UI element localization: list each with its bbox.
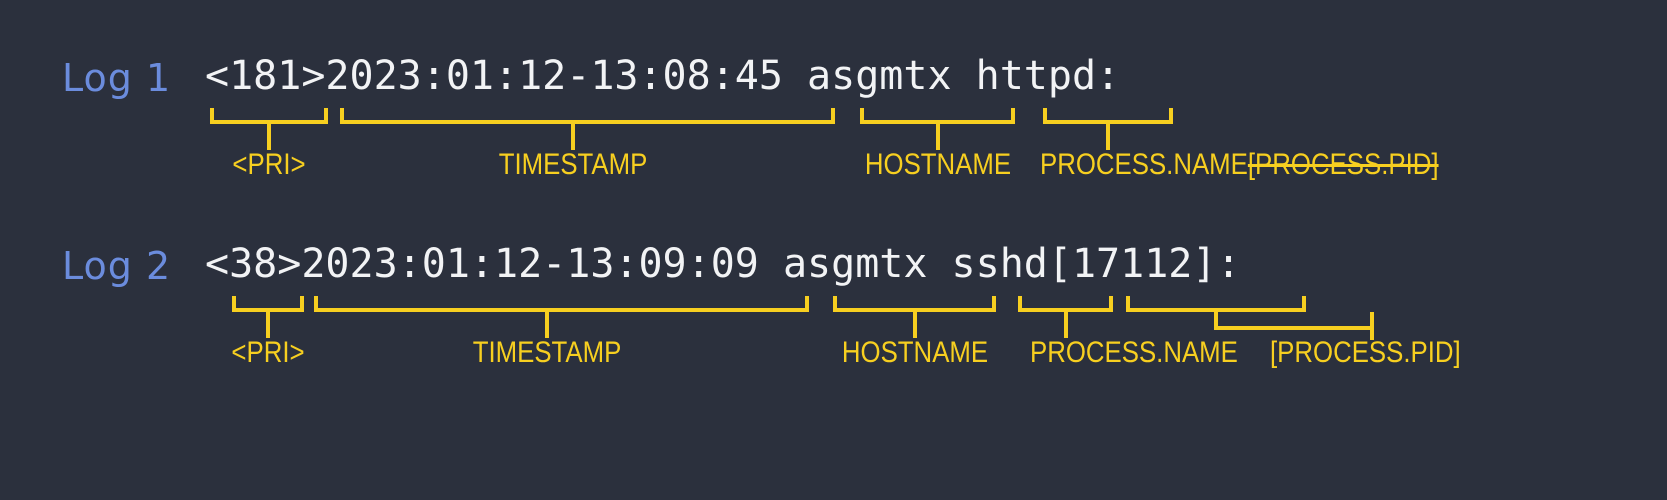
log-1-pri-label: <PRI>	[232, 148, 305, 182]
log-2-pri-stem	[266, 312, 270, 338]
log-1-timestamp-stem	[571, 124, 575, 150]
log-1-pri-label-text: <PRI>	[232, 148, 306, 181]
log-2-process-name-bracket	[1018, 296, 1113, 312]
log-2-hostname-bracket	[833, 296, 996, 312]
log-2-pri-label: <PRI>	[231, 336, 304, 370]
log-1-raw-line: <181>2023:01:12-13:08:45 asgmtx httpd:	[205, 53, 1121, 99]
log-2-timestamp-stem	[545, 312, 549, 338]
log-2-hostname-label: HOSTNAME	[842, 336, 988, 370]
log-1-hostname-stem	[936, 124, 940, 150]
log-2-timestamp-label-text: TIMESTAMP	[472, 336, 622, 369]
log-2-process-name-label: PROCESS.NAME	[1030, 336, 1238, 370]
log-1-process-name-label: PROCESS.NAME[PROCESS.PID]	[1040, 148, 1439, 182]
log-2-process-pid-bracket	[1126, 296, 1306, 312]
log-1-hostname-bracket	[860, 108, 1015, 124]
log-2-process-name-stem	[1064, 312, 1068, 338]
log-2-tag: Log 2	[62, 244, 172, 288]
log-1-tag: Log 1	[62, 56, 172, 100]
log-2-process-pid-label-text: [PROCESS.PID]	[1270, 336, 1461, 369]
log-1-timestamp-bracket	[340, 108, 835, 124]
log-1-process-name-bracket	[1043, 108, 1173, 124]
log-2-process-pid-elbow-stem	[1370, 326, 1374, 340]
log-2-timestamp-label: TIMESTAMP	[473, 336, 622, 370]
log-2-pri-label-text: <PRI>	[231, 336, 305, 369]
log-1-timestamp-label-text: TIMESTAMP	[498, 148, 648, 181]
log-2-timestamp-bracket	[314, 296, 809, 312]
log-2-hostname-stem	[913, 312, 917, 338]
log-1-pri-bracket	[210, 108, 328, 124]
log-1-pri-stem	[267, 124, 271, 150]
log-1-timestamp-label: TIMESTAMP	[499, 148, 648, 182]
log-2-process-name-label-text: PROCESS.NAME	[1030, 336, 1238, 369]
log-1-hostname-label-text: HOSTNAME	[864, 148, 1012, 181]
log-2-pri-bracket	[232, 296, 304, 312]
log-2-process-pid-label: [PROCESS.PID]	[1270, 336, 1461, 370]
log-1-process-name-label-text: PROCESS.NAME	[1040, 148, 1248, 181]
log-2-hostname-label-text: HOSTNAME	[841, 336, 989, 369]
log-1-hostname-label: HOSTNAME	[865, 148, 1011, 182]
log-1-process-name-stem	[1106, 124, 1110, 150]
log-1-process-pid-label-text: [PROCESS.PID]	[1247, 148, 1439, 181]
log-2-process-pid-stem	[1214, 312, 1218, 330]
log-2-raw-line: <38>2023:01:12-13:09:09 asgmtx sshd[1711…	[205, 241, 1241, 287]
log-2-process-pid-elbow	[1214, 312, 1374, 330]
